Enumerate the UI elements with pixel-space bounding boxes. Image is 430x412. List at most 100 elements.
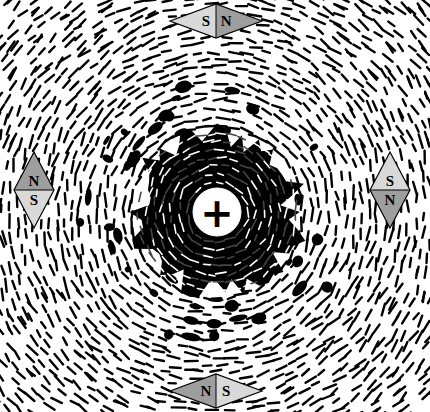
iron-filing	[163, 277, 171, 285]
iron-filing	[184, 156, 190, 159]
iron-filing	[99, 184, 101, 196]
iron-filing	[384, 226, 386, 240]
iron-filing	[247, 0, 256, 1]
iron-filing	[366, 47, 375, 53]
iron-filing	[117, 368, 129, 373]
iron-filing	[80, 276, 82, 285]
iron-filing	[295, 200, 296, 209]
iron-filing	[262, 9, 274, 11]
iron-filing	[419, 374, 426, 380]
iron-filing	[50, 360, 58, 369]
iron-filing	[96, 138, 99, 146]
iron-filing	[212, 90, 224, 92]
iron-filing	[109, 87, 121, 94]
iron-filing	[326, 311, 332, 317]
iron-filing	[34, 102, 40, 110]
iron-filing	[331, 350, 340, 356]
iron-filing	[250, 46, 262, 49]
needle-half	[216, 374, 262, 408]
iron-filing	[411, 164, 413, 171]
iron-filing	[379, 128, 382, 135]
iron-filing	[148, 397, 158, 403]
pole-letter: S	[222, 384, 230, 399]
iron-filing	[131, 211, 132, 219]
iron-filing	[276, 189, 278, 195]
iron-filing	[77, 89, 82, 95]
iron-filing	[367, 101, 372, 112]
iron-filing	[328, 212, 329, 223]
iron-filing	[418, 29, 426, 37]
iron-filing	[89, 226, 92, 233]
iron-filing	[367, 179, 369, 192]
iron-filing	[95, 88, 101, 95]
iron-filing	[282, 186, 284, 194]
iron-filing	[189, 152, 199, 156]
iron-filing	[107, 378, 115, 381]
iron-filing	[334, 4, 347, 9]
iron-filing	[226, 127, 239, 129]
iron-filing	[145, 161, 149, 170]
iron-filing	[189, 193, 195, 201]
iron-filing	[241, 31, 250, 33]
current-symbol: +	[200, 193, 234, 233]
iron-filing	[237, 338, 248, 340]
iron-filing	[380, 368, 389, 377]
iron-filing	[290, 151, 297, 158]
iron-filing	[3, 135, 8, 147]
iron-filing	[349, 23, 359, 31]
iron-filing	[133, 375, 139, 379]
iron-filing	[265, 122, 272, 126]
iron-filing	[17, 229, 20, 237]
iron-filing	[85, 373, 92, 381]
iron-filing	[253, 332, 264, 339]
iron-filing	[364, 362, 369, 370]
iron-filing	[166, 184, 172, 193]
iron-filing	[420, 161, 422, 170]
iron-filing	[10, 81, 16, 90]
iron-filing	[392, 329, 397, 340]
iron-filing	[407, 363, 414, 371]
iron-filing	[373, 10, 380, 13]
iron-filing	[63, 80, 70, 88]
iron-filing	[115, 19, 122, 23]
iron-filing	[182, 104, 192, 106]
iron-filing	[114, 46, 123, 53]
iron-filing	[29, 371, 35, 376]
iron-filing	[38, 261, 41, 268]
iron-filing	[99, 67, 104, 74]
iron-filing	[109, 331, 120, 339]
iron-filing	[419, 135, 423, 148]
iron-filing	[235, 322, 247, 323]
iron-filing	[0, 43, 5, 51]
iron-filing	[382, 29, 393, 36]
iron-filing	[121, 147, 127, 158]
iron-filing	[44, 376, 50, 384]
iron-filing	[170, 366, 181, 369]
iron-filing	[328, 106, 335, 112]
iron-filing	[420, 99, 425, 106]
iron-filing	[185, 4, 193, 5]
iron-filing	[56, 311, 60, 321]
iron-filing	[179, 215, 181, 222]
iron-filing	[210, 164, 217, 166]
iron-filing	[196, 188, 201, 193]
iron-filing	[104, 274, 108, 283]
iron-filing	[169, 382, 176, 385]
iron-filing	[218, 323, 225, 325]
iron-filing	[184, 292, 192, 296]
iron-filing	[271, 30, 279, 33]
iron-filing	[65, 2, 71, 8]
iron-filing	[368, 294, 373, 301]
iron-filing	[160, 75, 168, 79]
iron-filing	[263, 258, 268, 266]
iron-filing	[352, 185, 355, 199]
iron-filing	[413, 182, 417, 195]
iron-filing	[170, 375, 182, 379]
compass-needle: SN	[170, 4, 262, 38]
iron-filing	[183, 67, 197, 68]
filings-clump	[146, 119, 166, 137]
iron-filing	[174, 306, 183, 308]
iron-filing	[209, 349, 221, 351]
iron-filing	[116, 112, 123, 116]
iron-filing	[405, 224, 408, 236]
